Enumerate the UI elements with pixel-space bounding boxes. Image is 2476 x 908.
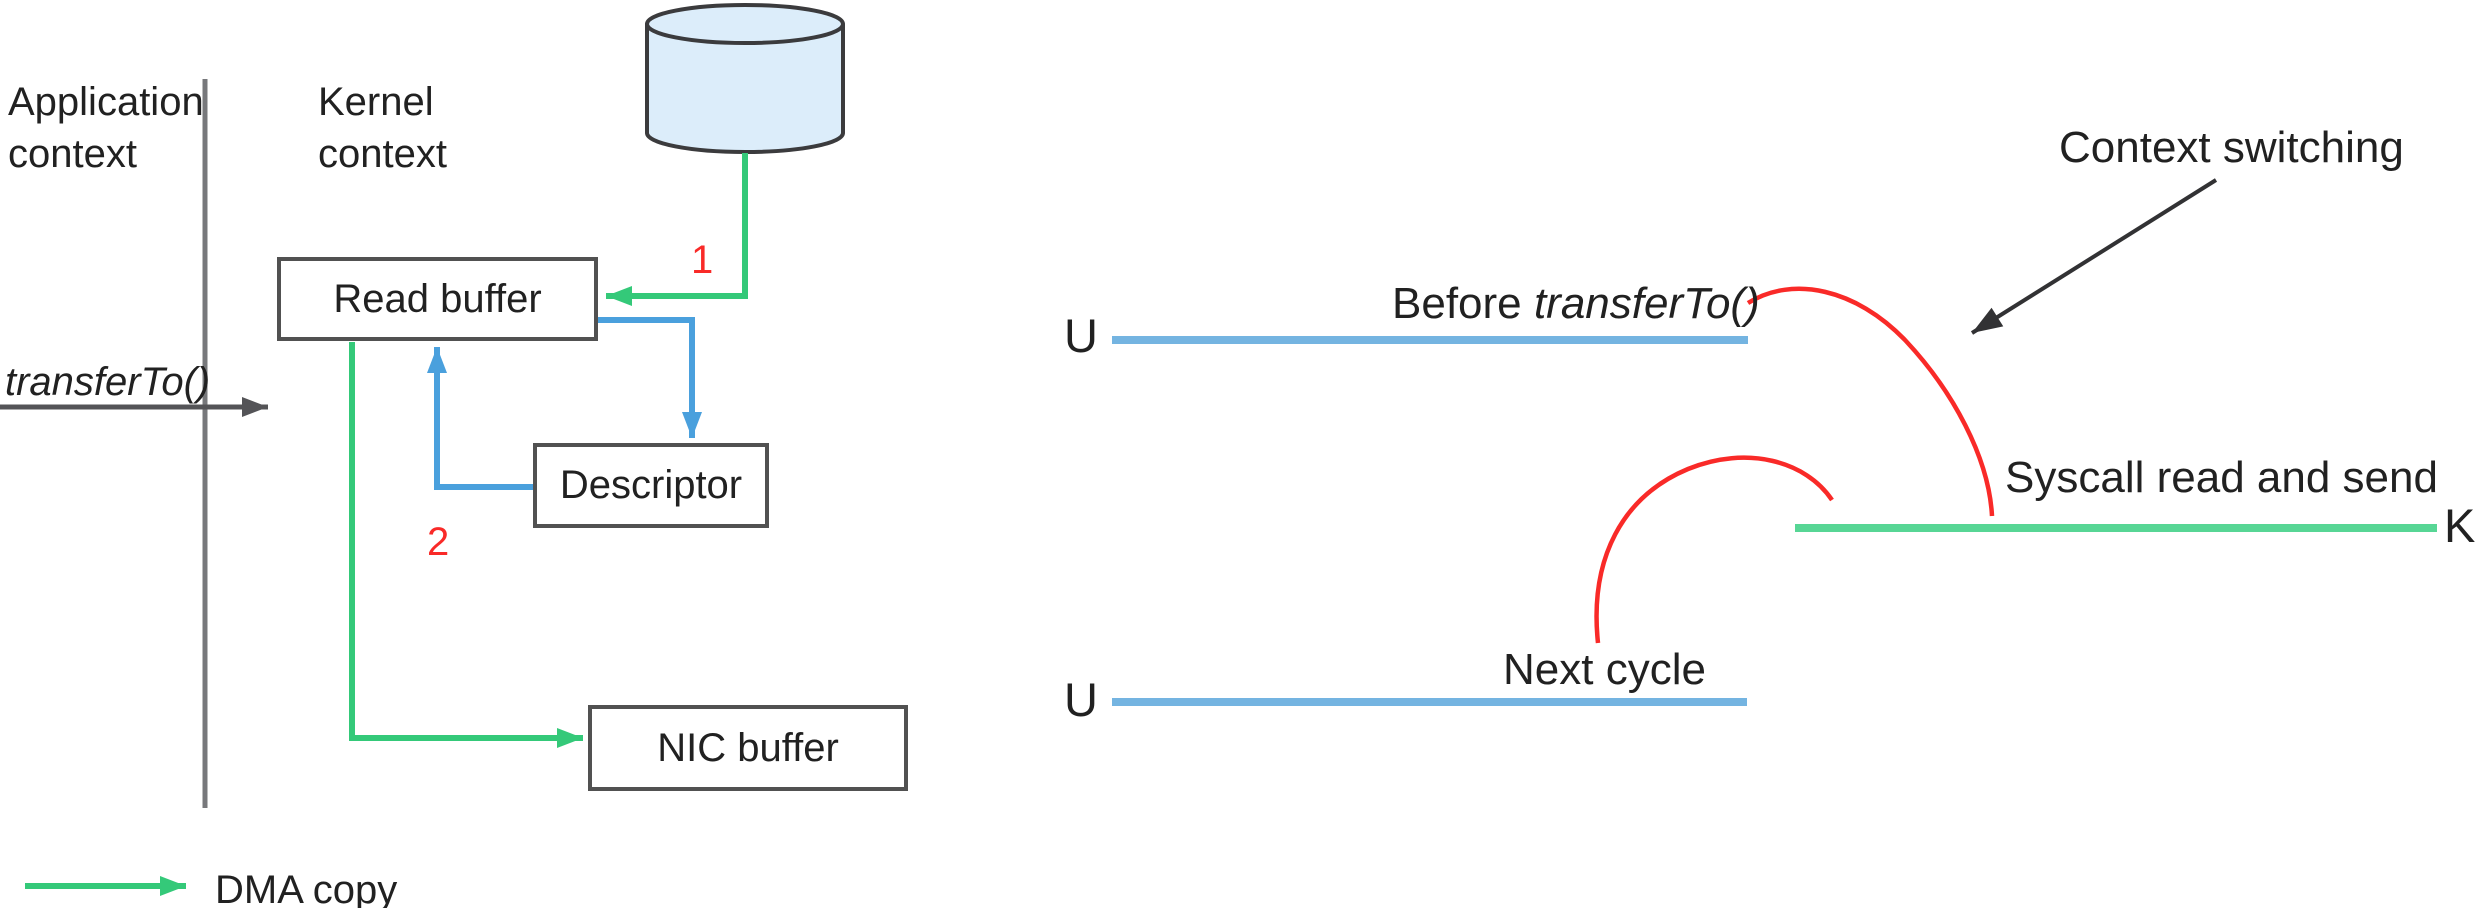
step-1-label: 1 [691, 238, 714, 282]
disk-body [645, 24, 845, 154]
step-2-label: 2 [427, 520, 450, 564]
dma-copy-legend-label: DMA copy [215, 868, 398, 908]
before-transferto-prefix: Before [1392, 279, 1522, 328]
arrow-descriptor-to-read-buffer [427, 347, 533, 490]
context-switching-label: Context switching [2059, 123, 2404, 172]
user-timeline-2-axis-label: U [1064, 673, 1098, 726]
nic-buffer-label: NIC buffer [657, 725, 839, 770]
read-buffer-box: Read buffer [277, 257, 598, 341]
disk-icon [645, 3, 845, 154]
context-switch-arc-kernel-to-user [1594, 455, 1834, 644]
descriptor-box: Descriptor [533, 443, 769, 528]
dma-arrow-read-buffer-to-nic-buffer [349, 342, 583, 748]
dma-arrow-disk-to-read-buffer [606, 153, 748, 306]
kernel-context-label: Kernel context [318, 80, 447, 176]
read-buffer-label: Read buffer [333, 276, 542, 321]
transfer-to-label: transferTo() [5, 360, 211, 404]
context-switch-arc-user-to-kernel [1746, 286, 1995, 517]
syscall-read-and-send-annotation: Syscall read and send [2005, 453, 2438, 502]
application-context-label: Application context [8, 80, 215, 176]
nic-buffer-box: NIC buffer [588, 705, 908, 791]
next-cycle-annotation: Next cycle [1503, 645, 1706, 694]
kernel-timeline-axis-label: K [2444, 499, 2476, 552]
arrow-read-buffer-to-descriptor [597, 317, 702, 438]
user-timeline-1-axis-label: U [1064, 309, 1098, 362]
context-switching-pointer-arrow [1970, 178, 2218, 335]
before-transferto-italic: transferTo() [1533, 279, 1760, 328]
disk-top [645, 3, 845, 45]
descriptor-label: Descriptor [559, 463, 743, 507]
